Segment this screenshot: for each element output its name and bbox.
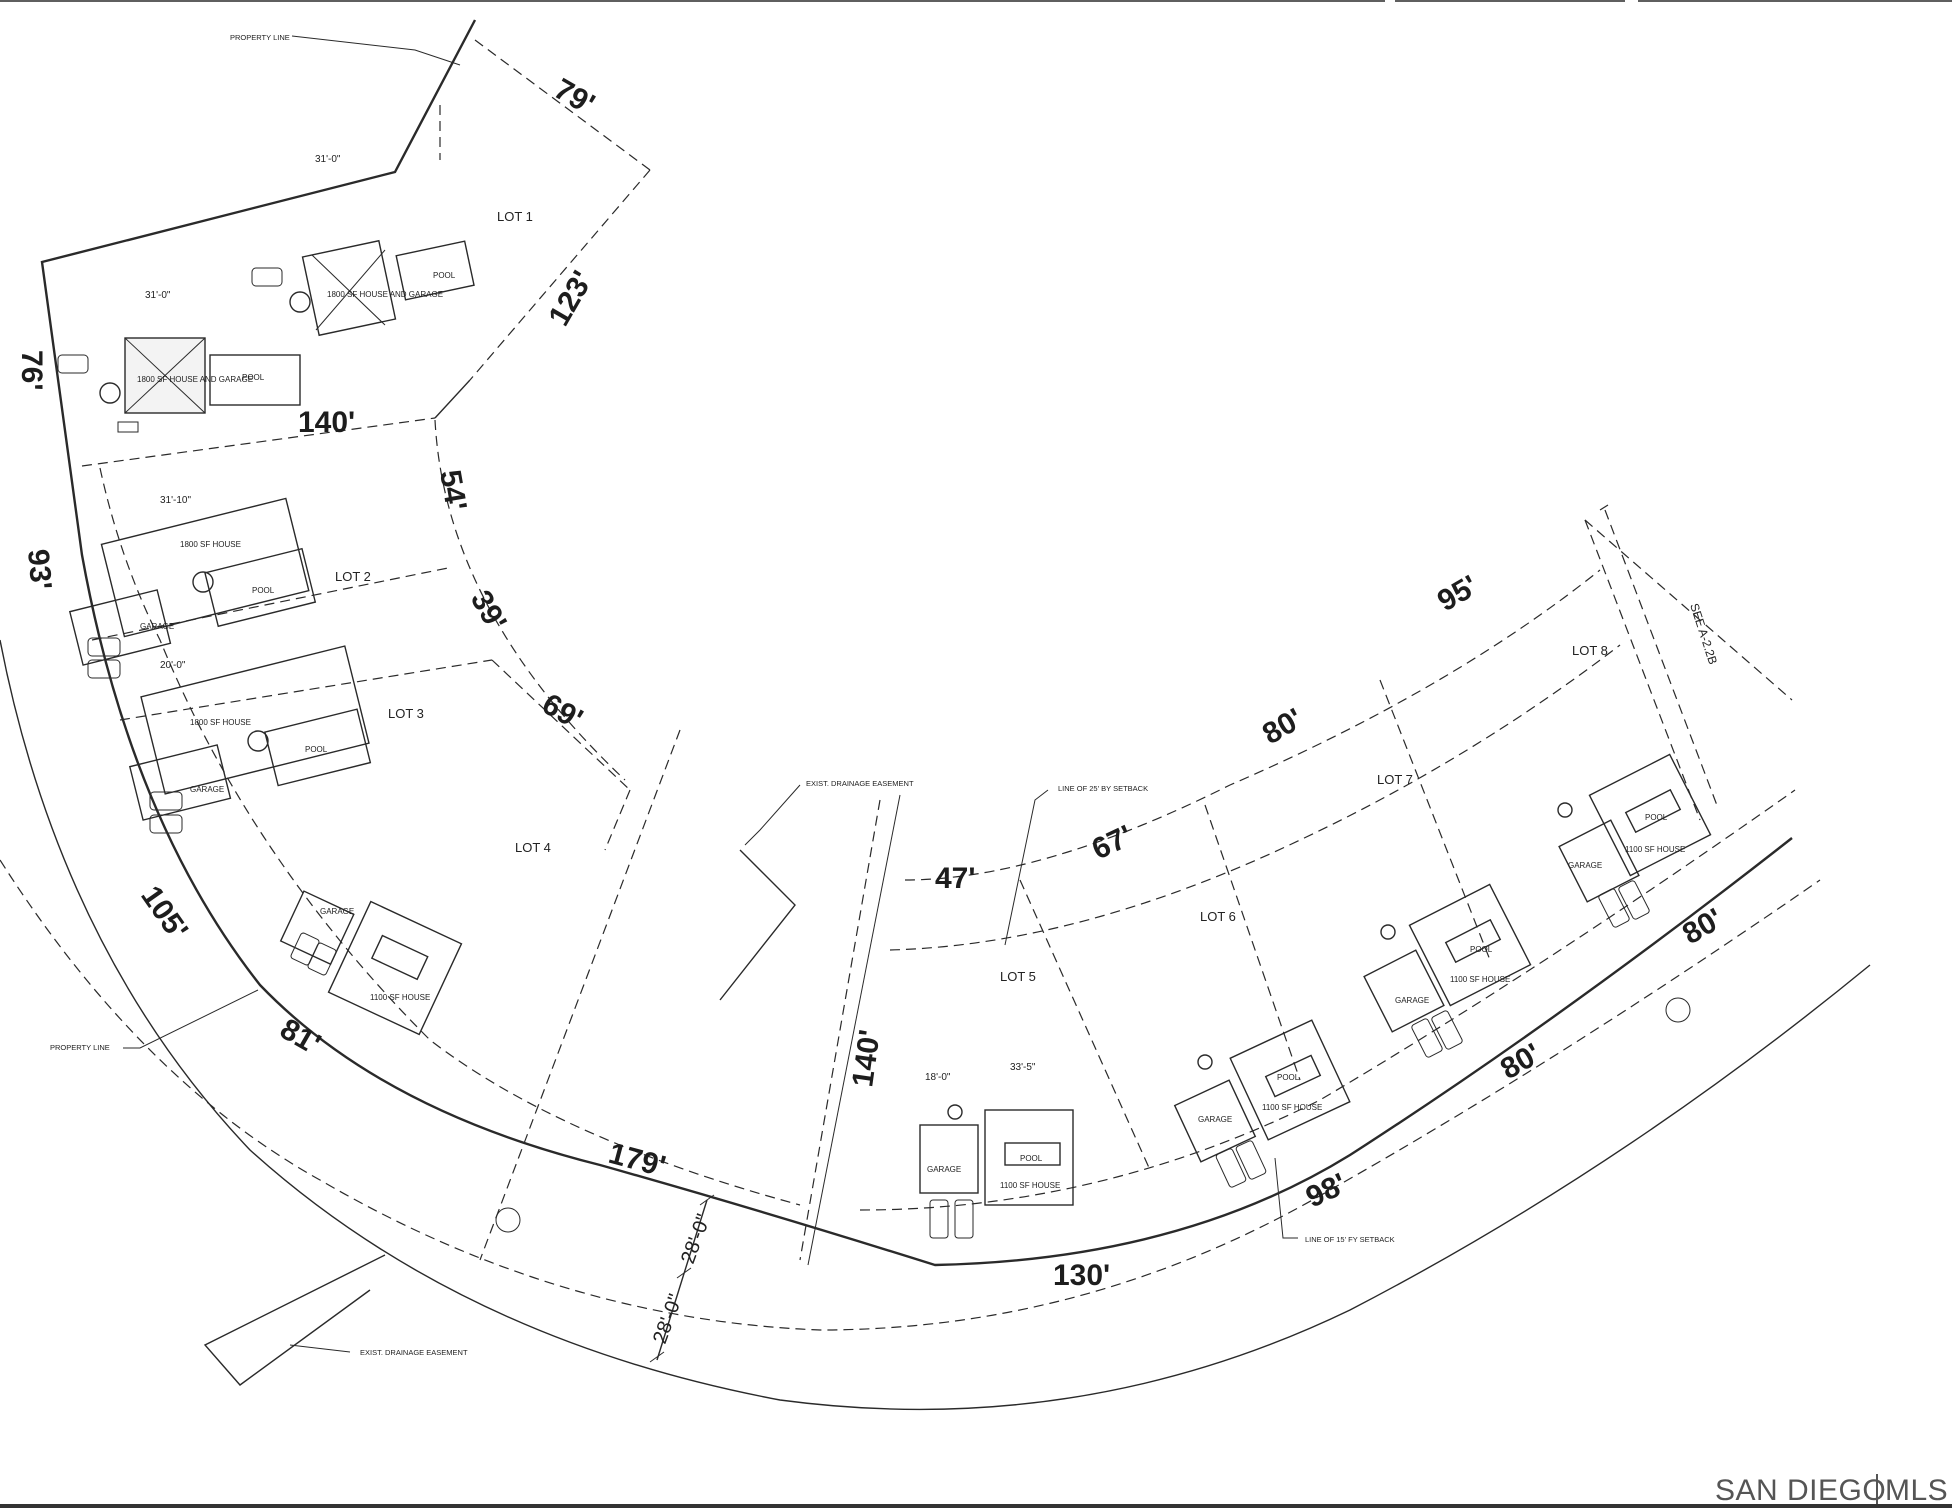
property-boundary — [40, 19, 1793, 1267]
label-pool-lot1a: POOL — [242, 373, 265, 382]
label-house-lot8: 1100 SF HOUSE — [1625, 845, 1685, 854]
dim-130: 130' — [1053, 1259, 1110, 1292]
label-garage-lot8: GARAGE — [1568, 861, 1602, 870]
label-pool-lot6: POOL — [1277, 1073, 1300, 1082]
dim-39: 39' — [464, 585, 513, 637]
label-garage-lot3: GARAGE — [190, 785, 224, 794]
dim-79: 79' — [549, 72, 601, 121]
label-dim-31c: 31'-10" — [160, 495, 191, 506]
label-pool-lot7: POOL — [1470, 945, 1493, 954]
dim-road-28a: 28'-0" — [677, 1211, 715, 1266]
dim-80-lot8: 80' — [1677, 902, 1729, 951]
lot-label-8: LOT 8 — [1572, 643, 1608, 658]
dim-95: 95' — [1432, 569, 1484, 618]
dim-81: 81' — [275, 1012, 327, 1061]
dim-140-lot5: 140' — [846, 1028, 887, 1089]
label-garage-lot7: GARAGE — [1395, 996, 1429, 1005]
street-edge-2 — [0, 639, 1871, 1411]
label-dim-31a: 31'-0" — [145, 290, 171, 301]
note-drainage-easement-top: EXIST. DRAINAGE EASEMENT — [806, 779, 914, 788]
label-house-lot2: 1800 SF HOUSE — [180, 540, 241, 549]
lot2-lot3-buildings — [68, 497, 372, 834]
dim-69: 69' — [537, 687, 589, 736]
label-house-lot7: 1100 SF HOUSE — [1450, 975, 1510, 984]
label-garage-lot4: GARAGE — [320, 907, 354, 916]
label-house-garage-lot1b: 1800 SF HOUSE AND GARAGE — [327, 290, 443, 299]
dim-98: 98' — [1301, 1167, 1352, 1214]
label-house-lot6: 1100 SF HOUSE — [1262, 1103, 1322, 1112]
drainage-easements — [203, 794, 901, 1386]
dim-105: 105' — [134, 880, 194, 946]
manhole-2 — [1665, 997, 1691, 1023]
label-dim-18: 18'-0" — [925, 1072, 951, 1083]
dim-76: 76' — [15, 350, 48, 391]
lot8-building — [1557, 753, 1712, 928]
road-width-dims — [649, 1194, 715, 1363]
lot-label-7: LOT 7 — [1377, 772, 1413, 787]
bottom-strip — [0, 1504, 1952, 1508]
dim-road-28b: 28'-0" — [649, 1291, 687, 1346]
label-pool-lot8: POOL — [1645, 813, 1668, 822]
manhole-1 — [495, 1207, 521, 1233]
dim-47: 47' — [935, 862, 976, 895]
note-drainage-easement-bottom: EXIST. DRAINAGE EASEMENT — [360, 1348, 468, 1357]
dim-140-top: 140' — [298, 406, 355, 439]
dim-179: 179' — [605, 1137, 669, 1184]
label-pool-lot1b: POOL — [433, 271, 456, 280]
label-pool-lot2: POOL — [252, 586, 275, 595]
lot7-building — [1363, 883, 1532, 1058]
note-leaders — [123, 35, 1298, 1353]
setback-arc-outer — [889, 644, 1621, 951]
note-property-line-top: PROPERTY LINE — [230, 33, 290, 42]
mls-watermark: SAN DIEGO MLS — [1715, 1474, 1948, 1507]
label-dim-31b: 31'-0" — [315, 154, 341, 165]
lot-label-3: LOT 3 — [388, 706, 424, 721]
lot4-building — [279, 890, 463, 1036]
label-pool-lot3: POOL — [305, 745, 328, 754]
dim-123: 123' — [542, 265, 599, 331]
label-garage-lot6: GARAGE — [1198, 1115, 1232, 1124]
dim-93: 93' — [21, 548, 57, 591]
note-property-line-left: PROPERTY LINE — [50, 1043, 110, 1052]
lot-label-2: LOT 2 — [335, 569, 371, 584]
label-garage-lot2: GARAGE — [140, 622, 174, 631]
street-edge-1 — [0, 859, 1821, 1331]
watermark-san-diego: SAN DIEGO — [1715, 1474, 1886, 1507]
lot-label-1: LOT 1 — [497, 209, 533, 224]
note-setback-25: LINE OF 25' BY SETBACK — [1058, 784, 1148, 793]
lot6-building — [1173, 1019, 1351, 1188]
dim-67: 67' — [1087, 819, 1138, 866]
label-pool-lot5: POOL — [1020, 1154, 1043, 1163]
label-dim-20: 20'-0" — [160, 660, 186, 671]
lot-dividers — [81, 39, 1793, 1261]
dim-80-top: 80' — [1257, 702, 1309, 751]
label-dim-33: 33'-5" — [1010, 1062, 1036, 1073]
label-house-lot5: 1100 SF HOUSE — [1000, 1181, 1060, 1190]
label-house-lot3: 1800 SF HOUSE — [190, 718, 251, 727]
label-garage-lot5: GARAGE — [927, 1165, 961, 1174]
label-house-lot4: 1100 SF HOUSE — [370, 993, 430, 1002]
lot5-building — [919, 1104, 1074, 1239]
label-house-garage-lot1a: 1800 SF HOUSE AND GARAGE — [137, 375, 253, 384]
lot1-buildings — [57, 239, 475, 433]
lot-front-arc — [99, 467, 801, 1206]
lot-label-5: LOT 5 — [1000, 969, 1036, 984]
setback-arc-inner — [434, 419, 1601, 881]
note-see-sheet: SEE A-2.2B — [1687, 602, 1720, 667]
watermark-mls: MLS — [1885, 1474, 1948, 1507]
lot-label-6: LOT 6 — [1200, 909, 1236, 924]
lot-label-4: LOT 4 — [515, 840, 551, 855]
dim-54: 54' — [433, 467, 473, 513]
note-setback-15: LINE OF 15' FY SETBACK — [1305, 1235, 1395, 1244]
dim-80-lot7: 80' — [1495, 1037, 1547, 1086]
